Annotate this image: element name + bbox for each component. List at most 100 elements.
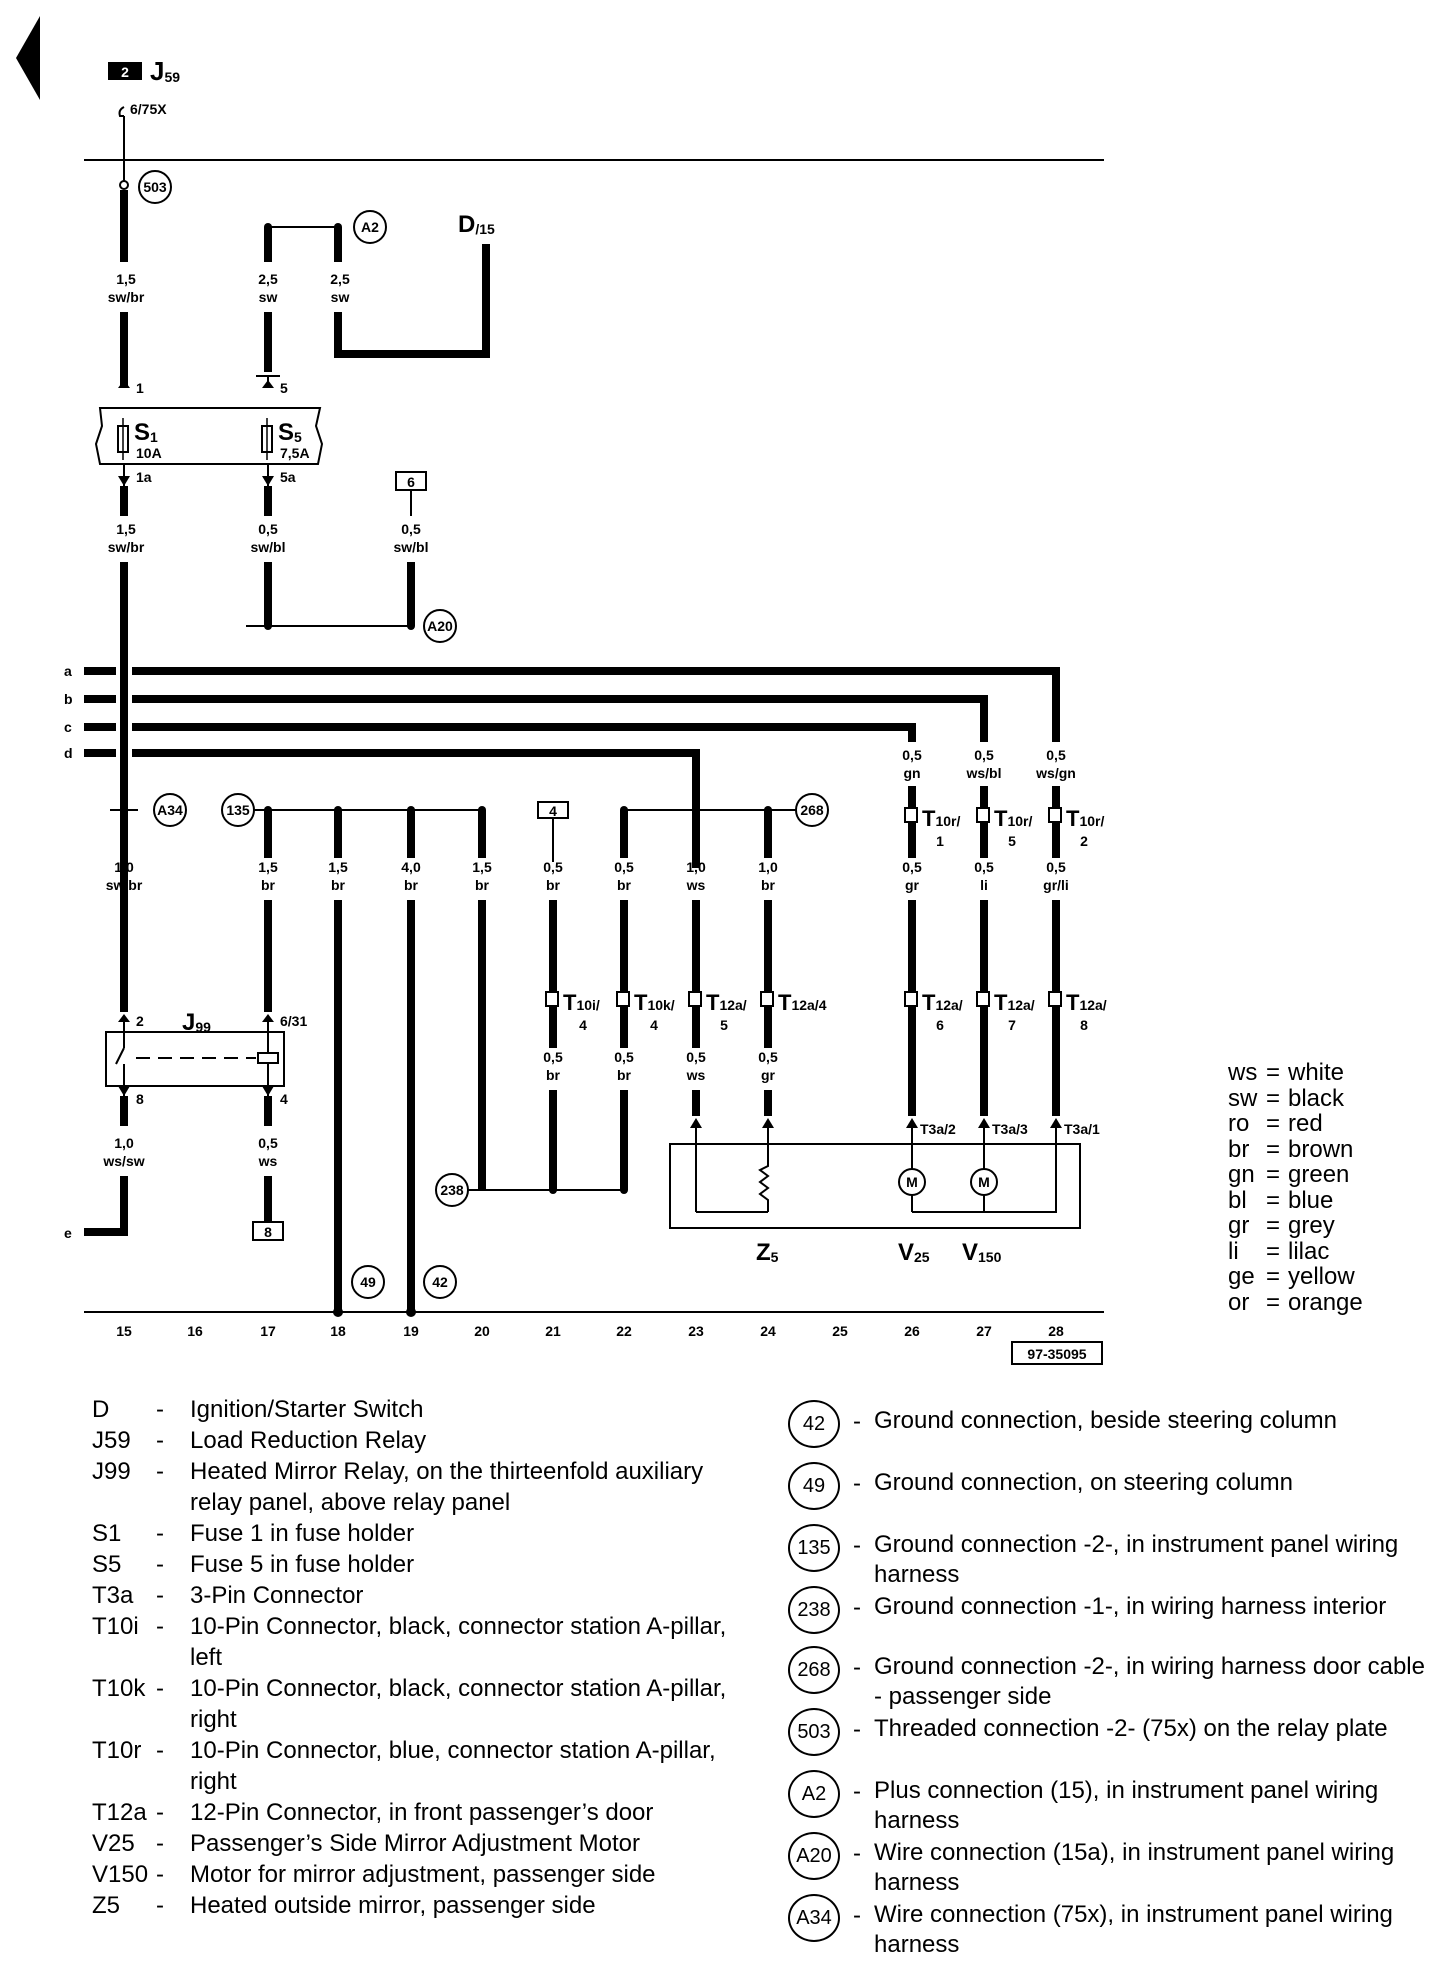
connection-desc: Threaded connection -2- (75x) on the rel… (874, 1715, 1388, 1742)
bus-a-letter: a (64, 663, 72, 679)
wire-col19-mid-size: 0,5 (401, 521, 421, 537)
svg-text:T12a/: T12a/ (1066, 990, 1107, 1015)
connector-268-icon (795, 793, 829, 827)
connector-42-icon (423, 1265, 457, 1299)
wire-col15-mid-size: 1,5 (116, 521, 136, 537)
column-number: 20 (474, 1323, 490, 1339)
component-code: D (92, 1396, 110, 1423)
bus-d-letter: d (64, 745, 73, 761)
svg-text:1: 1 (936, 833, 944, 849)
fuse-holder (94, 407, 324, 465)
connector-a20-icon (423, 609, 457, 643)
color-code: gr (1228, 1212, 1250, 1239)
component-v25-label: V25 (898, 1239, 930, 1266)
plug-t12a-8: T12a/ 8 (1048, 990, 1107, 1033)
legend-dash: - (853, 1778, 861, 1805)
column-number: 22 (616, 1323, 632, 1339)
connection-legend-item: 49-Ground connection, on steering column (788, 1462, 1434, 1510)
color-code: bl (1228, 1186, 1247, 1214)
svg-text:0,5: 0,5 (1046, 859, 1066, 875)
svg-text:0,5: 0,5 (902, 859, 922, 875)
wire-col28-a-size: 0,5 (1046, 747, 1066, 763)
legend-dash: - (853, 1408, 861, 1435)
connection-code-circle: A20 (788, 1832, 840, 1880)
component-legend-item: J59-Load Reduction Relay (92, 1425, 732, 1456)
wire-col15-out-color: ws/sw (102, 1153, 144, 1169)
pin-1a-label: 1a (136, 469, 152, 485)
ref-box (108, 62, 142, 80)
svg-text:br: br (261, 877, 276, 893)
connector-42-label: 42 (432, 1274, 448, 1290)
component-desc: Load Reduction Relay (190, 1427, 427, 1454)
bus-a (132, 667, 1060, 742)
connector-49-icon (351, 1265, 385, 1299)
connector-268-label: 268 (800, 802, 824, 818)
column-number: 17 (260, 1323, 276, 1339)
pin-5-label: 5 (280, 380, 288, 396)
color-name: red (1288, 1110, 1323, 1137)
wire-col28-a-color: ws/gn (1035, 765, 1076, 781)
connection-code-circle: 49 (788, 1462, 840, 1510)
component-code: V150 (92, 1861, 149, 1888)
svg-text:br: br (761, 877, 776, 893)
svg-text:br: br (404, 877, 419, 893)
column-number: 23 (688, 1323, 704, 1339)
legend-dash: - (156, 1396, 164, 1423)
svg-text:1,0: 1,0 (686, 859, 706, 875)
relay-j59-label: J59 (150, 56, 180, 86)
legend-dash: - (156, 1861, 164, 1888)
legend-dash: - (853, 1716, 861, 1743)
wire-col17-out-color: ws (258, 1153, 278, 1169)
legend-dash: - (853, 1654, 861, 1681)
pin-t3a3-label: T3a/3 (992, 1121, 1028, 1137)
connector-a2-icon (353, 210, 387, 244)
pin-t3a1-label: T3a/1 (1064, 1121, 1100, 1137)
svg-text:6: 6 (936, 1017, 944, 1033)
legend-dash: - (156, 1892, 164, 1919)
component-code: S5 (92, 1551, 122, 1578)
svg-text:br: br (546, 1067, 561, 1083)
svg-text:7: 7 (1008, 1017, 1016, 1033)
connector-503-label: 503 (143, 179, 167, 195)
svg-text:ws: ws (686, 877, 706, 893)
connection-legend-item: 238-Ground connection -1-, in wiring har… (788, 1586, 1434, 1634)
equals-sign: = (1266, 1186, 1281, 1214)
connection-code-circle: A2 (788, 1770, 840, 1818)
pin-t3a2-label: T3a/2 (920, 1121, 956, 1137)
wire-col18-top-size: 2,5 (330, 271, 350, 287)
pin-1-label: 1 (136, 380, 144, 396)
back-arrow-icon[interactable] (16, 16, 40, 100)
connection-code-circle: 135 (788, 1524, 840, 1572)
plug-t10i-4: T10i/ 4 (545, 990, 600, 1033)
wire-top-label: 6/75X (130, 101, 167, 117)
connection-desc: Wire connection (15a), in instrument pan… (874, 1839, 1395, 1896)
column-number: 24 (760, 1323, 776, 1339)
column-number: 28 (1048, 1323, 1064, 1339)
component-desc: 3-Pin Connector (190, 1582, 364, 1609)
ref-box-8-label: 8 (264, 1224, 272, 1240)
svg-text:br: br (475, 877, 490, 893)
wire-col17-top-size: 2,5 (258, 271, 278, 287)
wiring-diagram: 2 J59 6/75X 503 1,5 sw/br 1 A2 2,5 sw 5 … (16, 16, 1107, 1365)
component-code: S1 (92, 1520, 122, 1547)
legend-dash: - (156, 1427, 164, 1454)
fuse-s5-rating: 7,5A (280, 445, 310, 461)
component-code: J59 (92, 1427, 131, 1454)
connection-code-circle: 238 (788, 1586, 840, 1634)
component-d-label: D/15 (458, 211, 495, 238)
connection-legend-item: 503-Threaded connection -2- (75x) on the… (788, 1708, 1434, 1756)
svg-text:2: 2 (1080, 833, 1088, 849)
svg-text:gr/li: gr/li (1043, 877, 1069, 893)
svg-text:T10r/: T10r/ (1066, 806, 1104, 831)
connection-desc: Ground connection, on steering column (874, 1469, 1293, 1496)
component-legend-item: S5-Fuse 5 in fuse holder (92, 1549, 732, 1580)
svg-text:gr: gr (761, 1067, 776, 1083)
connection-desc: Wire connection (75x), in instrument pan… (874, 1901, 1393, 1958)
component-z5-label: Z5 (756, 1239, 779, 1266)
color-legend-row: br=brown (1228, 1136, 1428, 1163)
column-number: 18 (330, 1323, 346, 1339)
connector-a34-icon (153, 793, 187, 827)
component-legend-item: J99-Heated Mirror Relay, on the thirteen… (92, 1456, 732, 1518)
